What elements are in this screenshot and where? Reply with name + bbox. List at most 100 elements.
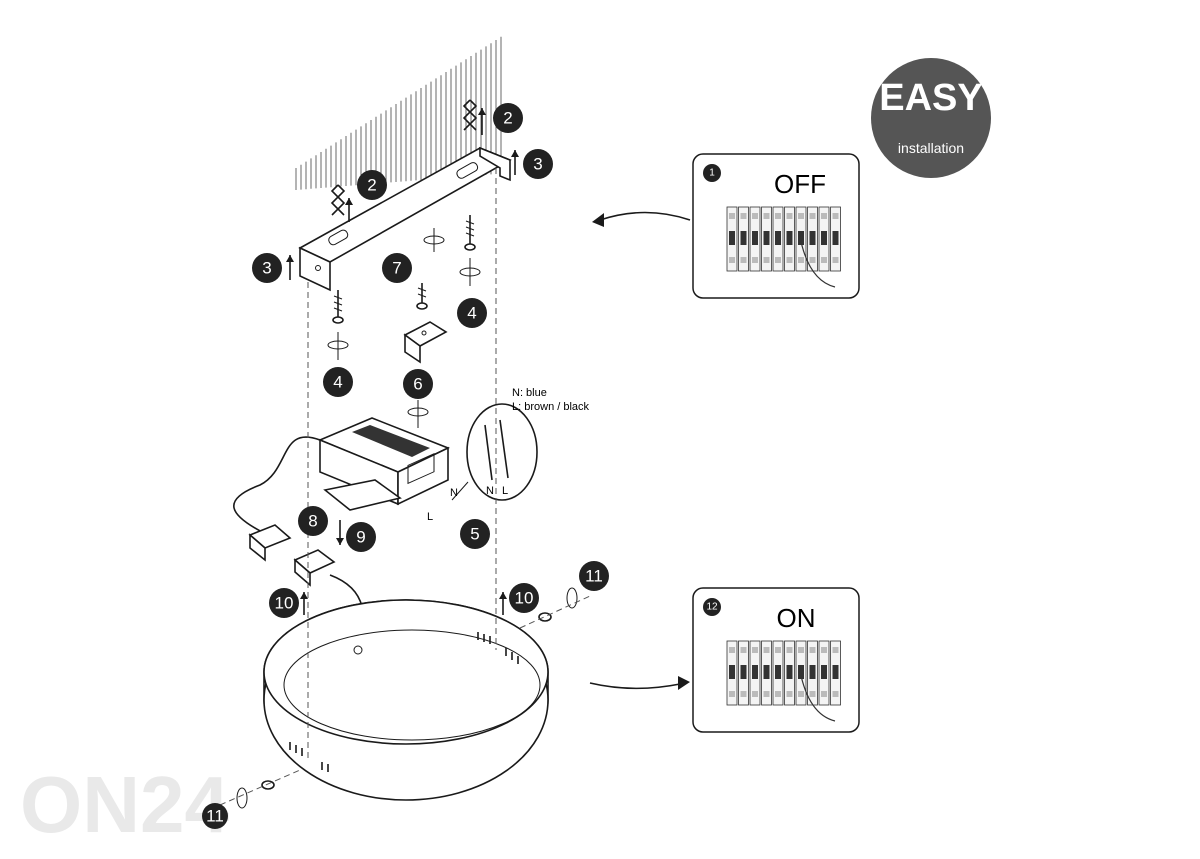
- svg-text:4: 4: [467, 304, 476, 323]
- step-badge-3a: 3: [252, 253, 282, 283]
- easy-title: EASY: [879, 77, 982, 119]
- breaker-switch: [740, 231, 747, 245]
- lamp-ring: [263, 599, 549, 801]
- connector-socket: [293, 549, 336, 587]
- ceiling-surface: [295, 36, 502, 190]
- breaker-terminal: [763, 647, 770, 653]
- step-badge-8: 8: [298, 506, 328, 536]
- svg-text:3: 3: [262, 259, 271, 278]
- breaker-terminal: [821, 257, 827, 263]
- step-badge-4b: 4: [457, 298, 487, 328]
- guide-line-screw-bottom: [219, 769, 301, 806]
- breaker-terminal: [832, 691, 839, 697]
- breaker-terminal: [821, 647, 827, 653]
- step-badge-9: 9: [346, 522, 376, 552]
- breaker-terminal: [763, 213, 770, 219]
- off-label: OFF: [774, 169, 826, 199]
- step-badge-7: 7: [382, 253, 412, 283]
- svg-text:2: 2: [367, 176, 376, 195]
- breaker-switch: [752, 665, 758, 679]
- rotate-icon-left: [327, 332, 349, 360]
- legend-live: L: brown / black: [512, 401, 590, 413]
- breaker-terminal: [809, 257, 816, 263]
- breaker-terminal: [729, 213, 735, 219]
- breaker-terminal: [798, 647, 804, 653]
- terminal-n-label: N: [450, 487, 458, 499]
- breaker-switch: [763, 665, 770, 679]
- finger-outline: [799, 236, 836, 288]
- svg-text:6: 6: [413, 375, 422, 394]
- breaker-terminal: [729, 647, 735, 653]
- breaker-terminal: [809, 691, 816, 697]
- breaker-terminal: [775, 257, 781, 263]
- breaker-terminal: [752, 213, 758, 219]
- pointer-arrowhead-off: [592, 213, 604, 227]
- screw-middle: [416, 283, 428, 310]
- breaker-row-on: [726, 640, 841, 722]
- wall-plug-right: [462, 99, 478, 131]
- mounting-bracket: [298, 146, 512, 292]
- on-label: ON: [777, 603, 816, 633]
- breaker-terminal: [809, 213, 816, 219]
- breaker-panel-off: 1 OFF: [692, 153, 860, 299]
- svg-text:10: 10: [275, 594, 294, 613]
- breaker-terminal: [740, 691, 747, 697]
- step-badge-11a: 11: [579, 561, 609, 591]
- wire-inset: N L: [451, 403, 538, 501]
- rotate-icon-right: [459, 258, 481, 286]
- breaker-switch: [798, 665, 804, 679]
- breaker-terminal: [832, 647, 839, 653]
- svg-text:3: 3: [533, 155, 542, 174]
- wall-plug-left: [330, 184, 346, 216]
- pointer-arrow-on: [589, 682, 681, 690]
- breaker-terminal: [786, 257, 793, 263]
- breaker-terminal: [740, 213, 747, 219]
- legend-neutral: N: blue: [512, 387, 547, 399]
- screw-left: [332, 290, 344, 324]
- ring-screw-right: [538, 587, 578, 622]
- vent-slots-front: [289, 742, 329, 772]
- step-badge-11b: 11: [202, 803, 228, 829]
- easy-installation-badge: EASY installation: [871, 58, 991, 178]
- breaker-terminal: [729, 257, 735, 263]
- breaker-terminal: [752, 647, 758, 653]
- svg-text:2: 2: [503, 109, 512, 128]
- breaker-terminal: [786, 691, 793, 697]
- step-badge-2b: 2: [493, 103, 523, 133]
- step-badge-2a: 2: [357, 170, 387, 200]
- guide-line-screw-right: [519, 595, 591, 629]
- svg-text:8: 8: [308, 512, 317, 531]
- direction-arrowhead: [300, 592, 308, 599]
- terminal-l-label: L: [427, 511, 433, 523]
- easy-subtitle: installation: [898, 140, 964, 156]
- pointer-arrow-off: [599, 211, 691, 221]
- breaker-terminal: [740, 647, 747, 653]
- breaker-panel-on: 12 ON: [692, 587, 860, 733]
- breaker-terminal: [786, 213, 793, 219]
- on-step-number: 12: [706, 602, 718, 613]
- breaker-switch: [740, 665, 747, 679]
- svg-text:5: 5: [470, 525, 479, 544]
- breaker-terminal: [832, 257, 839, 263]
- breaker-switch: [832, 665, 839, 679]
- breaker-switch: [752, 231, 758, 245]
- breaker-switch: [809, 665, 816, 679]
- breaker-terminal: [740, 257, 747, 263]
- breaker-switch: [821, 665, 827, 679]
- breaker-switch: [809, 231, 816, 245]
- rotate-icon-middle: [423, 228, 445, 252]
- breaker-terminal: [821, 213, 827, 219]
- step-badge-5: 5: [460, 519, 490, 549]
- direction-arrowhead: [286, 255, 294, 262]
- svg-text:11: 11: [585, 567, 603, 586]
- step-badges: 2 2 3 3 4 4 5 6 7 8 9 10 10 11 11: [202, 103, 609, 829]
- svg-text:7: 7: [392, 259, 401, 278]
- finger-outline: [799, 670, 836, 722]
- breaker-terminal: [775, 213, 781, 219]
- step-badge-4a: 4: [323, 367, 353, 397]
- connector-plug: [248, 524, 292, 562]
- pointer-arrowhead-on: [678, 676, 690, 690]
- breaker-terminal: [763, 257, 770, 263]
- breaker-switch: [729, 665, 735, 679]
